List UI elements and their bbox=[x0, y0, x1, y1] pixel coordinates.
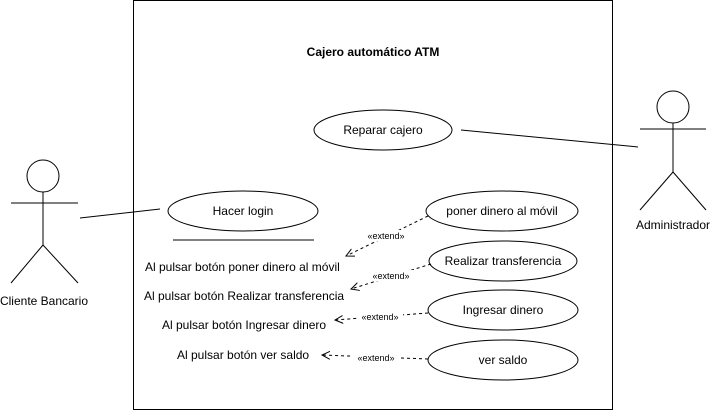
system-title: Cajero automático ATM bbox=[307, 45, 440, 59]
use-case-label: Reparar cajero bbox=[343, 123, 423, 137]
actor-label: Administrador bbox=[636, 218, 710, 232]
extension-point-transfer: Al pulsar botón Realizar transferencia bbox=[144, 289, 344, 303]
extend-label-bg bbox=[357, 311, 403, 322]
use-case-poner-dinero-movil[interactable]: poner dinero al móvil bbox=[425, 190, 579, 232]
extension-point-mobile: Al pulsar botón poner dinero al móvil bbox=[145, 260, 340, 274]
association-client-login bbox=[79, 208, 161, 219]
extend-label-bg bbox=[364, 230, 410, 241]
actor-label: Cliente Bancario bbox=[0, 294, 88, 308]
extend-label-transfer: «extend» bbox=[372, 271, 409, 281]
actor-right-leg bbox=[42, 244, 79, 284]
extend-label-deposit: «extend» bbox=[361, 312, 398, 322]
association-admin-repair bbox=[460, 129, 639, 148]
extension-point-balance: Al pulsar botón ver saldo bbox=[177, 348, 309, 362]
use-case-realizar-transferencia[interactable]: Realizar transferencia bbox=[428, 240, 578, 282]
actor-right-leg bbox=[672, 171, 707, 211]
extend-label-bg bbox=[368, 270, 414, 281]
actor-head bbox=[26, 159, 60, 193]
extend-label-bg bbox=[353, 352, 399, 363]
use-case-label: Hacer login bbox=[213, 204, 274, 218]
use-case-label: Realizar transferencia bbox=[445, 254, 562, 268]
use-case-ingresar-dinero[interactable]: Ingresar dinero bbox=[427, 289, 579, 331]
use-case-label: Ingresar dinero bbox=[463, 303, 544, 317]
use-case-label: poner dinero al móvil bbox=[446, 204, 557, 218]
use-case-reparar-cajero[interactable]: Reparar cajero bbox=[313, 109, 453, 151]
use-case-hacer-login[interactable]: Hacer login bbox=[167, 190, 319, 232]
actor-administrador: Administrador bbox=[636, 90, 710, 232]
use-case-ver-saldo[interactable]: ver saldo bbox=[427, 339, 579, 381]
actor-cliente-bancario: Cliente Bancario bbox=[0, 159, 88, 308]
extend-arrow-transfer bbox=[351, 263, 432, 289]
actor-left-leg bbox=[639, 171, 674, 211]
extend-label-balance: «extend» bbox=[357, 353, 394, 363]
extension-point-deposit: Al pulsar botón Ingresar dinero bbox=[162, 318, 326, 332]
extend-label-mobile: «extend» bbox=[367, 231, 404, 241]
actor-head bbox=[656, 90, 690, 124]
actor-left-leg bbox=[10, 244, 44, 284]
use-case-label: ver saldo bbox=[479, 353, 528, 367]
